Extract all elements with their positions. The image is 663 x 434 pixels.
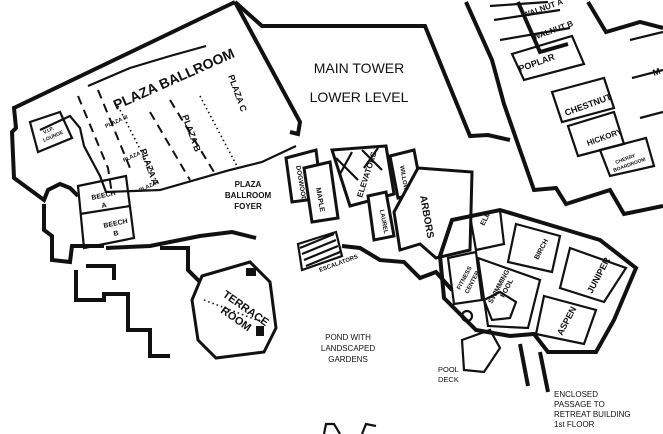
label-beech-a-2: A: [101, 202, 107, 210]
passage-wall-1: [518, 343, 530, 387]
passage-wall-2: [538, 351, 550, 393]
label-beech-b-2: B: [113, 230, 119, 238]
label-pond-2: LANDSCAPED: [321, 344, 375, 353]
terrace-post-1: [256, 326, 264, 336]
label-foyer-2: BALLROOM: [225, 191, 272, 200]
plaza-ballroom-inner: [39, 114, 297, 194]
label-birch: BIRCH: [534, 238, 551, 261]
label-passage-2: PASSAGE TO: [554, 400, 605, 409]
label-maple: MAPLE: [314, 187, 325, 213]
title-main-tower: MAIN TOWER: [314, 60, 405, 76]
beech-rooms: [76, 174, 136, 250]
pool-shape: [482, 290, 518, 322]
center-south-wall: [341, 244, 454, 292]
outer-wall-north: [233, 0, 511, 142]
label-plaza-iii: PLAZA III: [104, 114, 129, 130]
label-foyer-3: FOYER: [234, 202, 262, 211]
terrace-dotted: [203, 299, 263, 323]
arbors-room: [392, 166, 474, 260]
ballroom-east-wall: [233, 1, 303, 137]
tower-wing-outer: [464, 1, 663, 217]
label-walnut-b: WALNUT B: [532, 19, 575, 42]
plaza-partition-1: [77, 95, 113, 195]
label-pool-deck-1: POOL: [438, 365, 459, 374]
elm-room: [468, 208, 506, 252]
label-beech-a-1: BEECH: [91, 190, 116, 202]
plaza-dotted-1: [117, 105, 159, 185]
tower-east-edge: [629, 30, 663, 120]
west-lower-wall: [74, 270, 170, 358]
label-aspen: ASPEN: [555, 305, 578, 337]
poplar-room: [510, 34, 586, 82]
terrace-room: [190, 260, 278, 360]
label-foyer-1: PLAZA: [235, 180, 262, 189]
label-pond-3: GARDENS: [328, 355, 368, 364]
label-poplar: POPLAR: [517, 51, 556, 73]
label-pool-deck-2: DECK: [438, 375, 459, 384]
birch-room: [506, 222, 562, 274]
label-beech-b-1: BEECH: [103, 218, 128, 230]
aspen-room: [534, 294, 598, 346]
label-passage-4: 1st FLOOR: [554, 420, 595, 429]
pool-complex-wall: [437, 207, 639, 354]
label-laurel: LAUREL: [378, 209, 388, 234]
maple-room: [302, 160, 340, 224]
title-lower-level: LOWER LEVEL: [310, 89, 409, 105]
label-juniper: JUNIPER: [585, 255, 612, 295]
vip-lounge-wall: [28, 110, 74, 154]
label-edge-m: M: [651, 66, 661, 78]
foyer-south-wall: [105, 229, 257, 250]
pool-ring: [460, 309, 474, 323]
pool-deck-shape: [460, 328, 502, 374]
laurel-room: [366, 190, 396, 242]
label-vip: V.I.P.: [42, 126, 55, 136]
terrace-post-2: [246, 268, 256, 276]
ballroom-outer-wall: [9, 0, 236, 204]
plaza-dotted-2: [199, 95, 239, 169]
cherry-room: [598, 136, 656, 178]
label-pond-1: POND WITH: [325, 333, 371, 342]
label-passage-1: ENCLOSED: [554, 390, 598, 399]
bottom-fragment: [322, 422, 377, 434]
fitness-wall: [446, 250, 484, 306]
plaza-partition-3: [149, 111, 191, 181]
chestnut-room: [550, 76, 616, 124]
west-lower-wall-2: [86, 264, 116, 280]
label-willow: WILLOW: [398, 165, 408, 191]
label-passage-3: RETREAT BUILDING: [554, 410, 631, 419]
label-plaza-c: PLAZA C: [226, 73, 249, 113]
beech-wall: [42, 204, 104, 265]
tower-wing-inner: [516, 0, 663, 55]
escalator-steps: [296, 230, 344, 272]
juniper-room: [558, 246, 628, 304]
walnut-rooms: [489, 0, 571, 42]
label-plaza-b: PLAZA B: [180, 113, 203, 153]
plaza-bar: [87, 44, 207, 88]
elevator-cross: [335, 147, 383, 181]
